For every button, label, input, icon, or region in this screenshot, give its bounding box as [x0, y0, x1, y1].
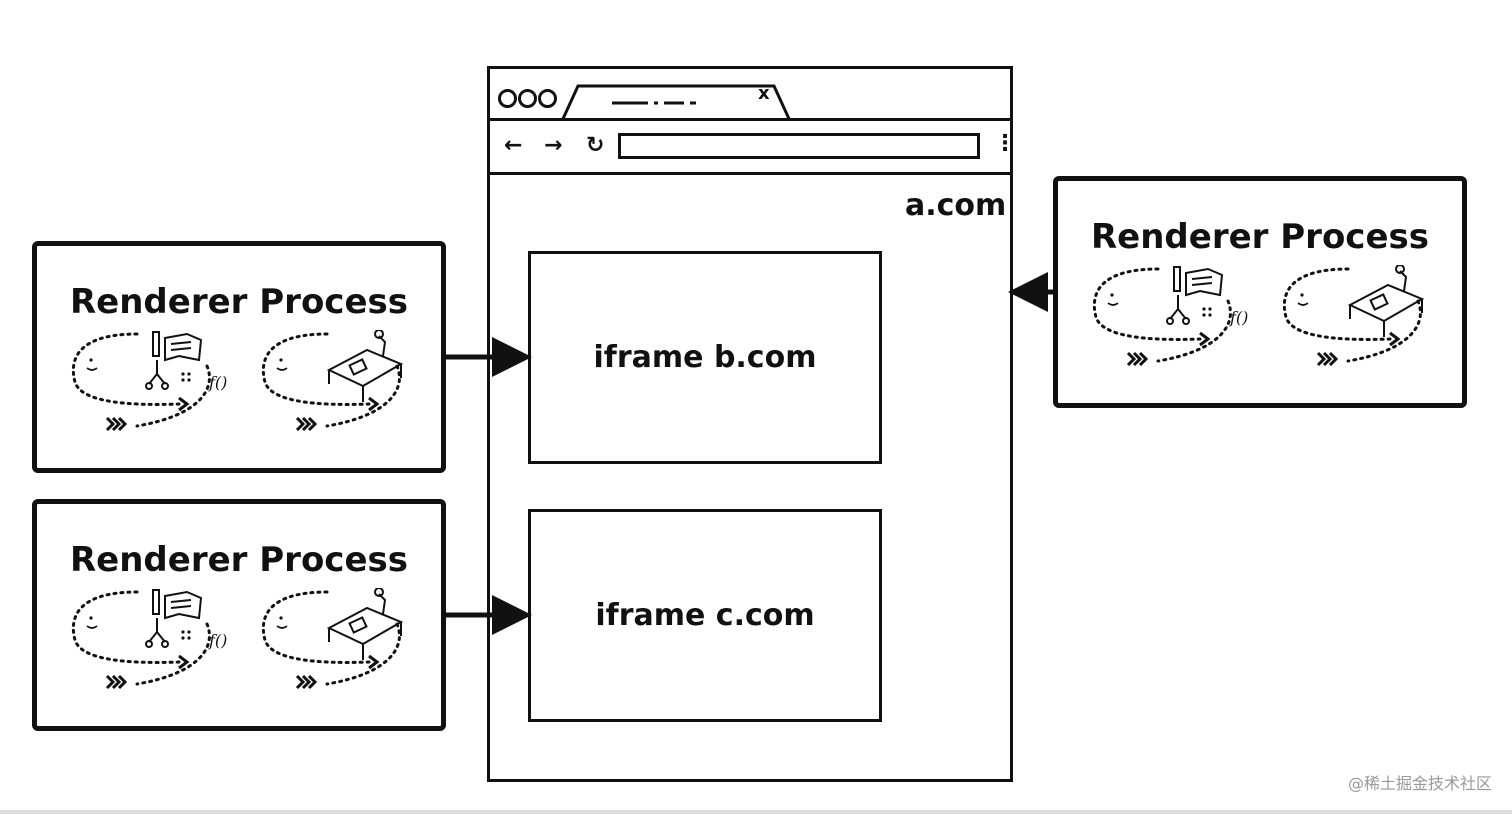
dotted-thread-path	[135, 364, 211, 428]
book-icon	[1173, 266, 1224, 297]
arrowhead-icon	[1389, 331, 1401, 347]
smiley-icon	[1107, 302, 1119, 306]
browser-tab[interactable]	[560, 83, 792, 121]
arrowhead-icon	[368, 396, 380, 412]
renderer-process-box: Renderer Process f()	[32, 241, 446, 473]
chevrons-icon	[105, 416, 116, 432]
smiley-icon	[276, 367, 288, 371]
chevrons-icon	[307, 674, 318, 690]
iframe-label: iframe c.com	[595, 598, 815, 633]
chevrons-icon	[301, 674, 312, 690]
tree-icon	[145, 618, 169, 648]
dotted-thread-path	[1156, 299, 1232, 363]
chevrons-icon	[1328, 351, 1339, 367]
bottom-divider	[0, 810, 1512, 814]
arrowhead-icon	[1199, 331, 1211, 347]
menu-icon[interactable]: ⋮	[994, 131, 1016, 156]
desk-icon	[1347, 283, 1425, 337]
forward-icon[interactable]: →	[544, 133, 563, 158]
chevrons-icon	[1132, 351, 1143, 367]
back-icon[interactable]: ←	[504, 133, 523, 158]
process-illustration: f()	[71, 330, 404, 432]
function-icon: f()	[208, 373, 227, 392]
dotted-thread-path	[325, 364, 401, 428]
smiley-icon	[276, 625, 288, 629]
chevrons-icon	[1126, 351, 1137, 367]
desk-icon	[326, 606, 404, 660]
smiley-icon	[86, 367, 98, 371]
book-icon	[152, 331, 203, 362]
function-icon: f()	[208, 631, 227, 650]
chevrons-icon	[111, 674, 122, 690]
renderer-process-box: Renderer Process f()	[32, 499, 446, 731]
process-illustration: f()	[1092, 265, 1425, 367]
desk-icon	[326, 348, 404, 402]
tab-bar: x	[490, 69, 1010, 121]
chevrons-icon	[301, 416, 312, 432]
window-control-dot[interactable]	[518, 89, 537, 108]
lamp-icon	[1395, 265, 1408, 292]
chevrons-icon	[1316, 351, 1327, 367]
grid-dots-icon	[181, 372, 191, 382]
grid-dots-icon	[181, 630, 191, 640]
chevrons-icon	[295, 416, 306, 432]
dotted-thread-path	[261, 332, 371, 406]
arrowhead-icon	[368, 654, 380, 670]
chevrons-icon	[111, 416, 122, 432]
dotted-thread-path	[325, 622, 401, 686]
arrowhead-icon	[178, 396, 190, 412]
iframe-c: iframe c.com	[528, 509, 882, 722]
smiley-icon	[1297, 302, 1309, 306]
dotted-thread-path	[1282, 267, 1392, 341]
process-title: Renderer Process	[1090, 217, 1429, 257]
grid-dots-icon	[1202, 307, 1212, 317]
chevrons-icon	[117, 416, 128, 432]
iframe-b: iframe b.com	[528, 251, 882, 464]
site-label: a.com	[905, 188, 1007, 223]
smiley-icon	[279, 616, 283, 620]
dotted-thread-path	[71, 332, 181, 406]
arrowhead-icon	[178, 654, 190, 670]
process-title: Renderer Process	[69, 540, 408, 580]
dotted-thread-path	[1092, 267, 1202, 341]
smiley-icon	[89, 616, 93, 620]
dotted-thread-path	[1346, 299, 1422, 363]
process-title: Renderer Process	[69, 282, 408, 322]
chevrons-icon	[307, 416, 318, 432]
dotted-thread-path	[261, 590, 371, 664]
smiley-icon	[89, 358, 93, 362]
chevrons-icon	[105, 674, 116, 690]
lamp-icon	[374, 330, 387, 357]
chevrons-icon	[1138, 351, 1149, 367]
chevrons-icon	[117, 674, 128, 690]
smiley-icon	[1110, 293, 1114, 297]
window-control-dot[interactable]	[538, 89, 557, 108]
dotted-thread-path	[71, 590, 181, 664]
toolbar: ← → ↻ ⋮	[490, 121, 1016, 175]
function-icon: f()	[1229, 308, 1248, 327]
window-control-dot[interactable]	[498, 89, 517, 108]
smiley-icon	[279, 358, 283, 362]
lamp-icon	[374, 588, 387, 615]
book-icon	[152, 589, 203, 620]
tree-icon	[145, 360, 169, 390]
renderer-process-box: Renderer Process f()	[1053, 176, 1467, 408]
watermark: @稀土掘金技术社区	[1347, 774, 1492, 793]
tree-icon	[1166, 295, 1190, 325]
smiley-icon	[1300, 293, 1304, 297]
address-bar[interactable]	[618, 133, 980, 159]
iframe-label: iframe b.com	[593, 340, 817, 375]
process-illustration: f()	[71, 588, 404, 690]
dotted-thread-path	[135, 622, 211, 686]
reload-icon[interactable]: ↻	[586, 133, 605, 158]
smiley-icon	[86, 625, 98, 629]
chevrons-icon	[1322, 351, 1333, 367]
tab-close-icon[interactable]: x	[758, 83, 770, 104]
chevrons-icon	[295, 674, 306, 690]
